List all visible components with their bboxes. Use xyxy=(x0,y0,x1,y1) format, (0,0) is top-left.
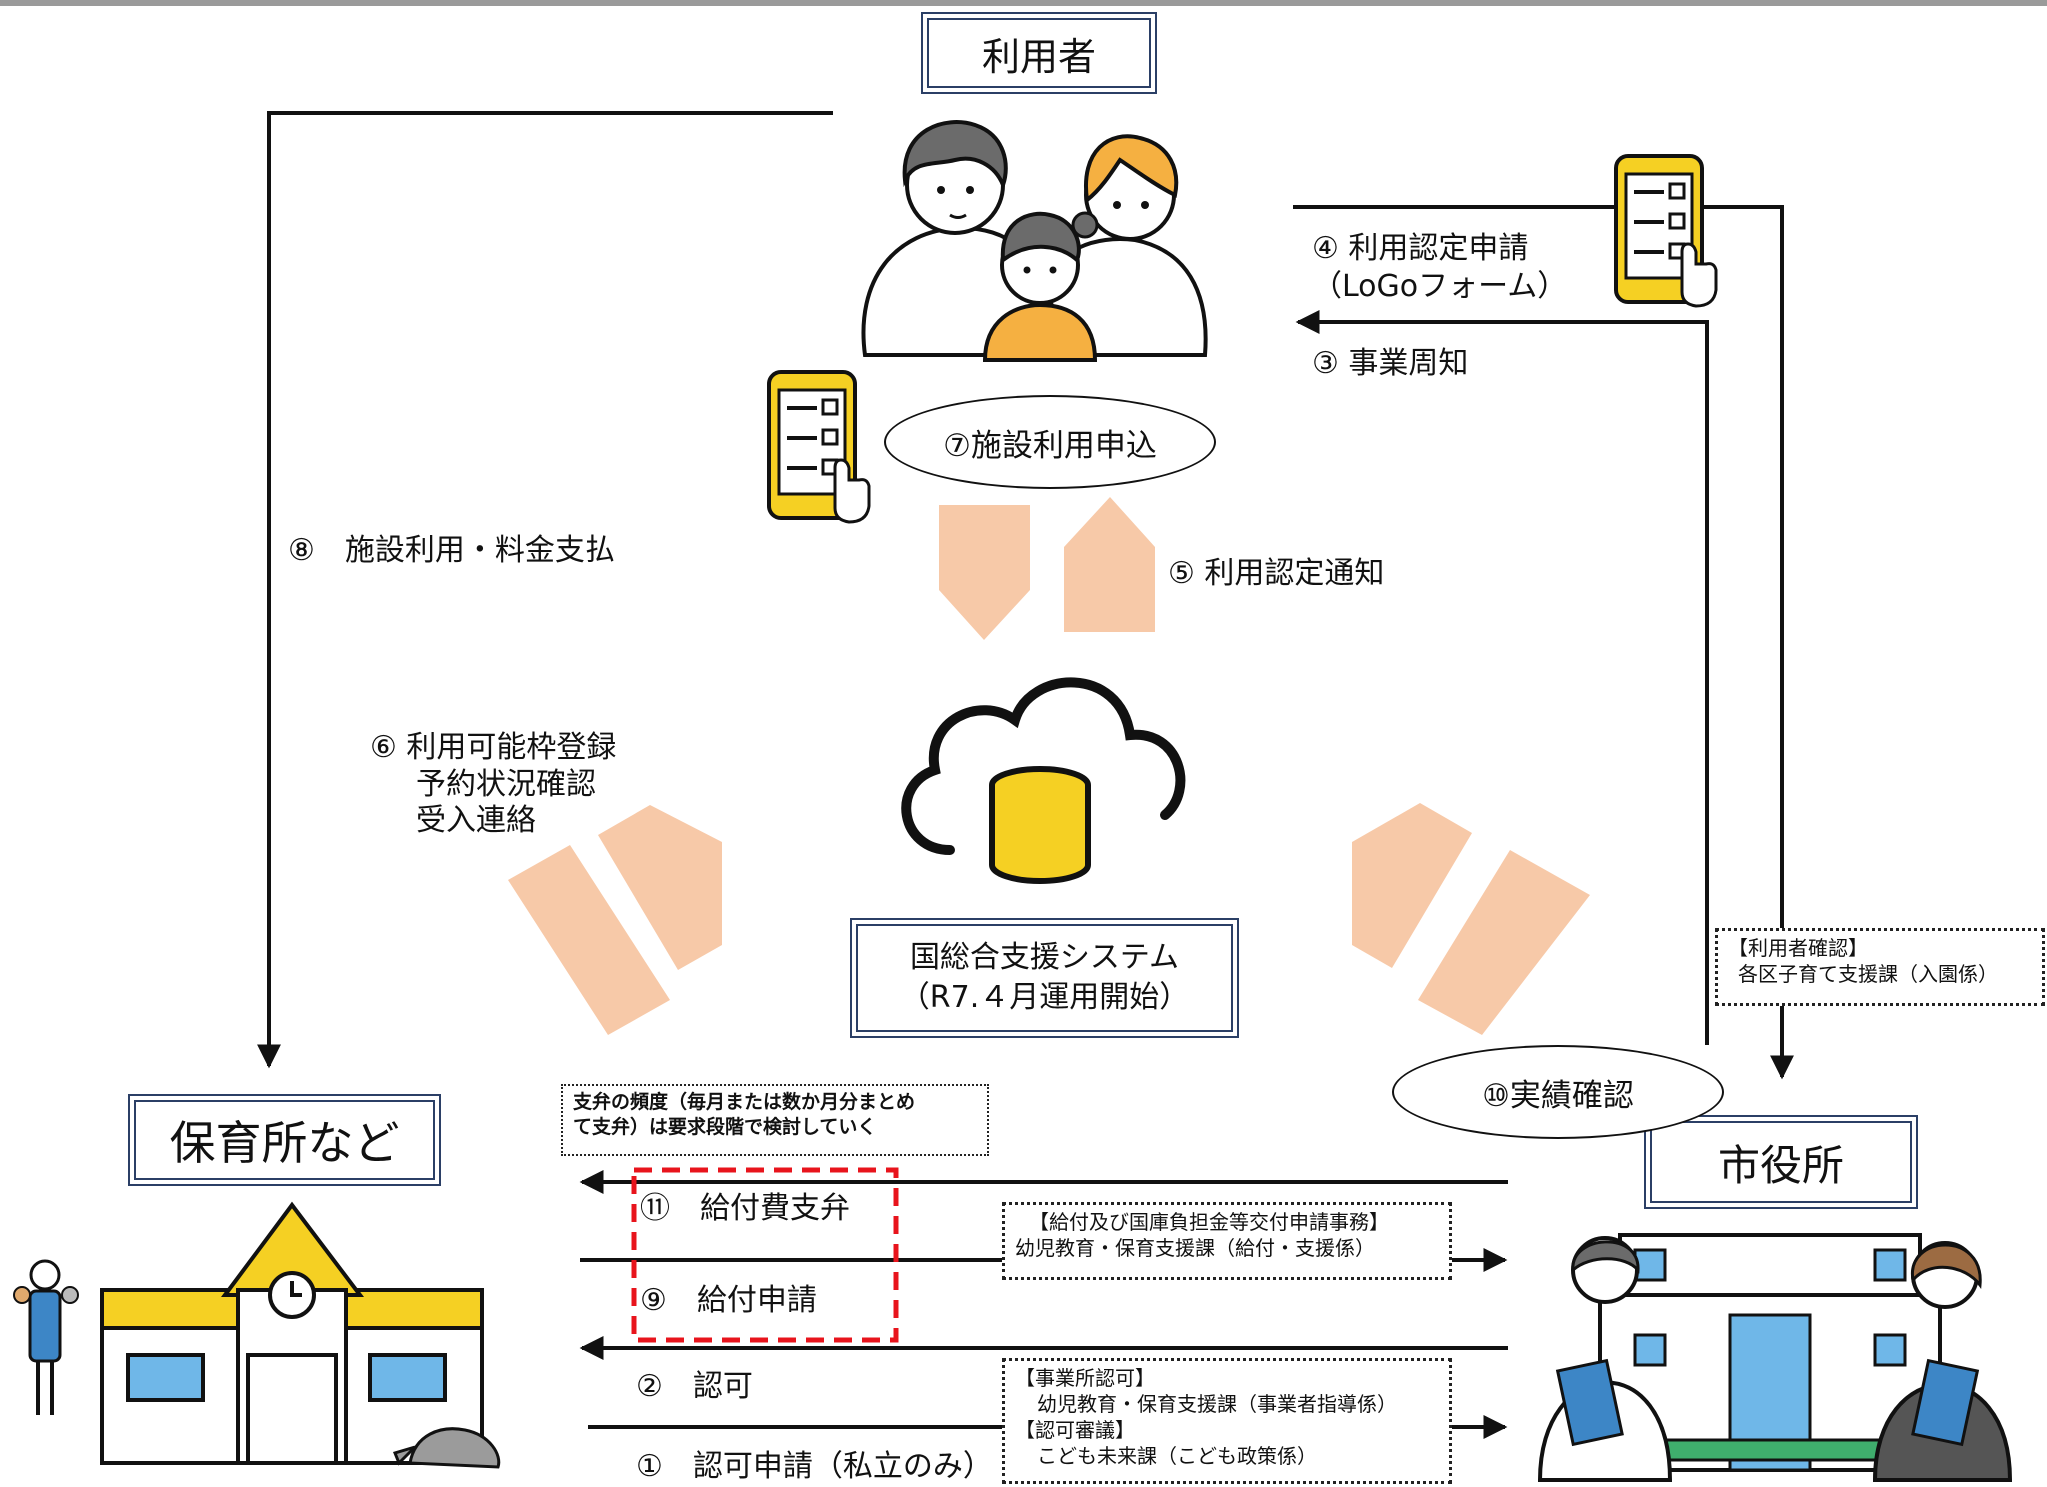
family-illustration xyxy=(861,120,1208,362)
step-6-label: ⑥ 利用可能枠登録 予約状況確認 受入連絡 xyxy=(370,730,616,840)
node-user-label: 利用者 xyxy=(981,34,1096,79)
step-6-line2: 予約状況確認 xyxy=(416,766,596,802)
step-9-label: ⑨ 給付申請 xyxy=(640,1283,817,1318)
flow-line-4 xyxy=(1293,205,1794,1080)
note-user-check: 【利用者確認】 各区子育て支援課（入園係） xyxy=(1715,928,2045,1006)
step-3-label: ③ 事業周知 xyxy=(1312,346,1469,381)
flow-line-3 xyxy=(1295,310,1709,1045)
step-1-label: ① 認可申請（私立のみ） xyxy=(636,1449,993,1484)
block-arrow-down xyxy=(939,505,1030,640)
cloud-database-icon xyxy=(901,677,1186,884)
block-arrow-up xyxy=(1064,497,1155,632)
note-payment-line1: 支弁の頻度（毎月または数か月分まとめ xyxy=(573,1091,916,1113)
block-arrow-right-1 xyxy=(1352,803,1472,968)
node-system-line2: （R7.４月運用開始） xyxy=(899,980,1190,1015)
node-system-line1: 国総合支援システム xyxy=(909,939,1180,975)
step-11-label: ⑪ 給付費支弁 xyxy=(640,1191,850,1226)
step-6-line1: ⑥ 利用可能枠登録 xyxy=(370,730,617,765)
step-5-label: ⑤ 利用認定通知 xyxy=(1168,556,1385,591)
note-payment-frequency: 支弁の頻度（毎月または数か月分まとめ て支弁）は要求段階で検討していく xyxy=(561,1084,989,1156)
node-city-hall-label: 市役所 xyxy=(1717,1140,1844,1190)
node-nursery: 保育所など xyxy=(128,1094,441,1186)
step-4-label: ④ 利用認定申請 （LoGoフォーム） xyxy=(1312,230,1567,305)
node-nursery-label: 保育所など xyxy=(169,1116,400,1170)
note-user-check-line1: 【利用者確認】 xyxy=(1728,936,1868,960)
step-7-ellipse: ⑦施設利用申込 xyxy=(884,395,1216,489)
note-grant-line1: 【給付及び国庫負担金等交付申請事務】 xyxy=(1029,1210,1389,1234)
block-arrow-right-2 xyxy=(1418,850,1590,1035)
block-arrow-left-1 xyxy=(508,845,670,1035)
note-approval-line3: 【認可審議】 xyxy=(1015,1418,1135,1442)
node-city-hall: 市役所 xyxy=(1644,1115,1918,1209)
step-2-label: ② 認可 xyxy=(636,1369,753,1404)
step-6-line3: 受入連絡 xyxy=(416,803,536,839)
note-payment-line2: て支弁）は要求段階で検討していく xyxy=(573,1115,877,1138)
step-8-label: ⑧ 施設利用・料金支払 xyxy=(288,533,615,568)
step-10-ellipse: ⑩実績確認 xyxy=(1392,1045,1724,1139)
step-10-label: ⑩実績確認 xyxy=(1482,1077,1634,1114)
smartphone-form-icon xyxy=(1614,154,1718,308)
note-grant: 【給付及び国庫負担金等交付申請事務】 幼児教育・保育支援課（給付・支援係） xyxy=(1002,1202,1452,1280)
node-user: 利用者 xyxy=(921,12,1157,94)
note-approval-line1: 【事業所認可】 xyxy=(1015,1366,1155,1390)
block-arrows xyxy=(508,497,1590,1035)
step-4-line2: （LoGoフォーム） xyxy=(1312,268,1568,304)
step-4-line1: ④ 利用認定申請 xyxy=(1312,231,1529,266)
note-approval-line2: 幼児教育・保育支援課（事業者指導係） xyxy=(1037,1392,1397,1416)
node-system: 国総合支援システム （R7.４月運用開始） xyxy=(850,918,1239,1038)
note-user-check-line2: 各区子育て支援課（入園係） xyxy=(1738,962,1998,986)
nursery-building-illustration xyxy=(13,1201,501,1469)
step-7-label: ⑦施設利用申込 xyxy=(943,427,1157,464)
note-approval-line4: こども未来課（こども政策係） xyxy=(1037,1444,1317,1468)
smartphone-form-icon xyxy=(767,370,871,524)
flow-line-8 xyxy=(257,111,833,1069)
note-approval: 【事業所認可】 幼児教育・保育支援課（事業者指導係） 【認可審議】 こども未来課… xyxy=(1002,1358,1452,1484)
note-grant-line2: 幼児教育・保育支援課（給付・支援係） xyxy=(1015,1236,1375,1260)
highlight-box xyxy=(631,1167,899,1343)
city-hall-staff-illustration xyxy=(1537,1233,2013,1482)
block-arrow-left-2 xyxy=(598,805,722,970)
top-border xyxy=(0,0,2047,6)
